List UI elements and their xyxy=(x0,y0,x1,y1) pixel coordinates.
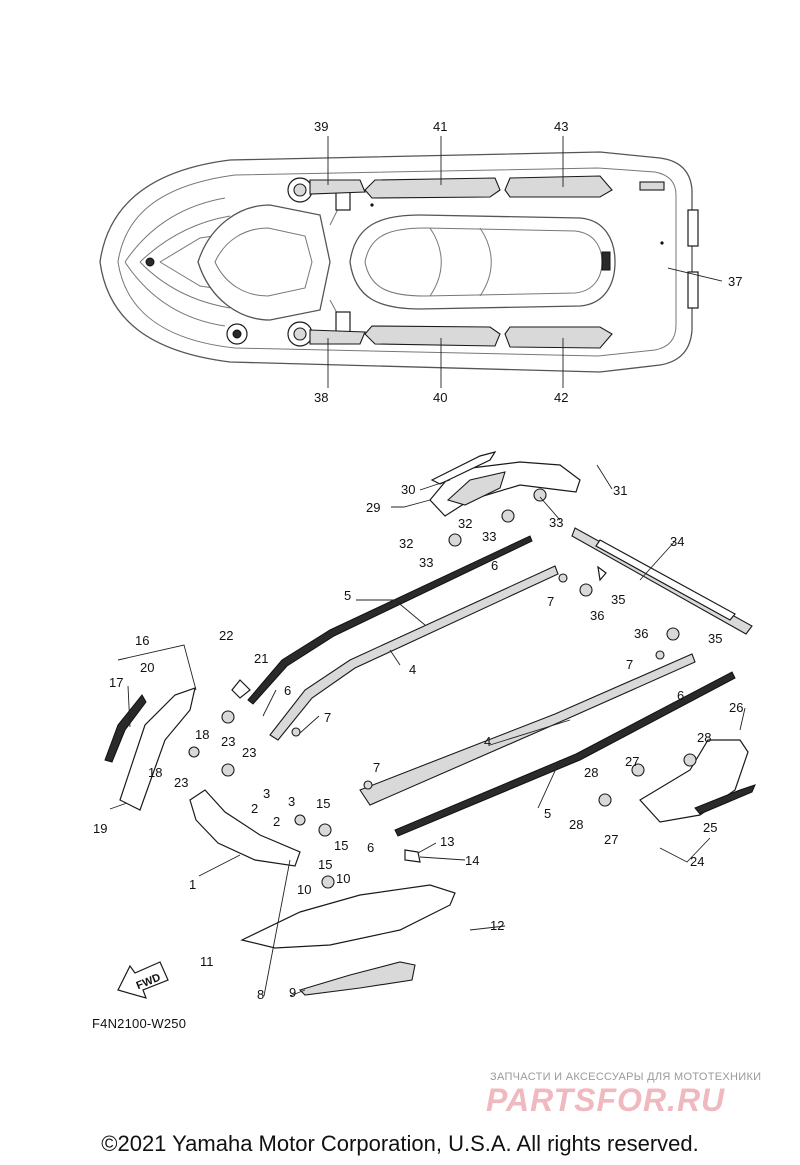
callout-27-lower: 27 xyxy=(604,832,618,847)
callout-30: 30 xyxy=(401,482,415,497)
watermark-tagline: ЗАПЧАСТИ И АКСЕССУАРЫ ДЛЯ МОТОТЕХНИКИ xyxy=(490,1071,762,1083)
callout-7-lower: 7 xyxy=(373,760,380,775)
callout-32-lower: 32 xyxy=(399,536,413,551)
callout-42: 42 xyxy=(554,390,568,405)
callout-2-lower: 2 xyxy=(273,814,280,829)
diagram-code: F4N2100-W250 xyxy=(92,1016,187,1031)
callout-43: 43 xyxy=(554,119,568,134)
watercraft-top-view xyxy=(99,151,699,373)
callout-2-upper: 2 xyxy=(251,801,258,816)
callout-34: 34 xyxy=(670,534,684,549)
callout-8: 8 xyxy=(257,987,264,1002)
callout-24: 24 xyxy=(690,854,704,869)
callout-22: 22 xyxy=(219,628,233,643)
callout-15-upper: 15 xyxy=(316,796,330,811)
callout-28-mid: 28 xyxy=(584,765,598,780)
callout-33-upper: 33 xyxy=(482,529,496,544)
exploded-parts xyxy=(104,451,756,996)
callout-6-right: 6 xyxy=(677,688,684,703)
callout-35-lower: 35 xyxy=(708,631,722,646)
callout-40: 40 xyxy=(433,390,447,405)
watermark-logo: PARTSFOR.RU xyxy=(486,1082,726,1118)
callout-28-upper: 28 xyxy=(697,730,711,745)
callout-37: 37 xyxy=(728,274,742,289)
callout-7-upper: 7 xyxy=(547,594,554,609)
callout-3-lower: 3 xyxy=(288,794,295,809)
callout-3-upper: 3 xyxy=(263,786,270,801)
callout-32-upper: 32 xyxy=(458,516,472,531)
callout-6-upper: 6 xyxy=(491,558,498,573)
callout-13: 13 xyxy=(440,834,454,849)
callout-28-lower: 28 xyxy=(569,817,583,832)
callout-33-lower: 33 xyxy=(419,555,433,570)
callout-29: 29 xyxy=(366,500,380,515)
callout-15-lower: 15 xyxy=(318,857,332,872)
callout-23-upper: 23 xyxy=(221,734,235,749)
callout-38: 38 xyxy=(314,390,328,405)
callout-5-right: 5 xyxy=(544,806,551,821)
callout-6-lower: 6 xyxy=(367,840,374,855)
callout-16: 16 xyxy=(135,633,149,648)
callout-20: 20 xyxy=(140,660,154,675)
callout-36-upper: 36 xyxy=(590,608,604,623)
callout-10-upper: 10 xyxy=(336,871,350,886)
callout-23-mid: 23 xyxy=(242,745,256,760)
callout-6-left: 6 xyxy=(284,683,291,698)
callout-1: 1 xyxy=(189,877,196,892)
callout-14: 14 xyxy=(465,853,479,868)
copyright-notice: ©2021 Yamaha Motor Corporation, U.S.A. A… xyxy=(101,1131,699,1156)
callout-21: 21 xyxy=(254,651,268,666)
callout-18-upper: 18 xyxy=(195,727,209,742)
callout-41: 41 xyxy=(433,119,447,134)
callout-4-right: 4 xyxy=(484,734,491,749)
callout-7-right: 7 xyxy=(626,657,633,672)
callout-27-upper: 27 xyxy=(625,754,639,769)
callout-5-left: 5 xyxy=(344,588,351,603)
callout-23-lower: 23 xyxy=(174,775,188,790)
leader-lines xyxy=(109,136,746,997)
callout-39: 39 xyxy=(314,119,328,134)
callout-19: 19 xyxy=(93,821,107,836)
callout-15-mid: 15 xyxy=(334,838,348,853)
callout-18-lower: 18 xyxy=(148,765,162,780)
callout-36-lower: 36 xyxy=(634,626,648,641)
callout-17: 17 xyxy=(109,675,123,690)
callout-12: 12 xyxy=(490,918,504,933)
callout-25: 25 xyxy=(703,820,717,835)
callout-31: 31 xyxy=(613,483,627,498)
callout-35-upper: 35 xyxy=(611,592,625,607)
callout-numbers: 39 41 43 37 38 40 42 30 29 31 32 33 33 3… xyxy=(93,119,743,1002)
callout-33-right: 33 xyxy=(549,515,563,530)
callout-9: 9 xyxy=(289,985,296,1000)
callout-7-left: 7 xyxy=(324,710,331,725)
callout-26: 26 xyxy=(729,700,743,715)
callout-11: 11 xyxy=(200,954,214,969)
callout-4-left: 4 xyxy=(409,662,416,677)
callout-10-lower: 10 xyxy=(297,882,311,897)
fwd-arrow: FWD xyxy=(117,961,169,999)
